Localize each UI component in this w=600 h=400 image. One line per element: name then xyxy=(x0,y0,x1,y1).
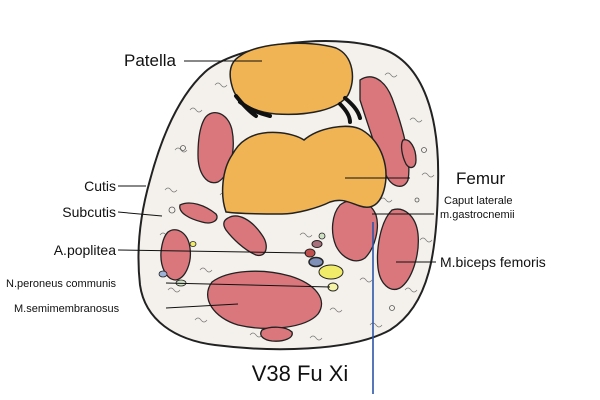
label-a-poplitea: A.poplitea xyxy=(54,242,116,258)
femur-bone xyxy=(221,125,387,215)
muscle-biceps-femoris xyxy=(376,208,419,290)
label-subcutis: Subcutis xyxy=(62,204,116,220)
label-semimembranosus: M.semimembranosus xyxy=(14,303,120,315)
a-poplitea-artery xyxy=(304,248,316,258)
muscle-semimembranosus xyxy=(207,270,323,330)
label-cutis: Cutis xyxy=(84,178,116,194)
muscle-lateral-small xyxy=(400,139,417,169)
point-title: V38 Fu Xi xyxy=(252,361,349,386)
leader-n-peroneus xyxy=(165,282,331,288)
vena-poplitea xyxy=(311,240,323,248)
joint-cartilage xyxy=(234,94,362,124)
label-biceps-femoris: M.biceps femoris xyxy=(440,254,546,270)
muscle-vastus-medialis xyxy=(197,112,234,184)
muscle-sartorius xyxy=(160,229,192,281)
muscle-caput-laterale-gastrocnemii xyxy=(331,199,379,262)
label-n-peroneus-communis: N.peroneus communis xyxy=(6,278,117,290)
label-caput-laterale: Caput laterale xyxy=(444,195,513,207)
label-femur: Femur xyxy=(456,169,505,188)
small-yellow-vessel xyxy=(189,241,197,247)
muscle-small-bottom xyxy=(260,326,293,342)
muscle-caput-mediale xyxy=(223,215,267,257)
label-patella: Patella xyxy=(124,51,177,70)
muscle-medial-strip xyxy=(179,202,218,224)
leader-subcutis xyxy=(117,211,163,217)
leader-semimembranosus xyxy=(165,303,239,309)
leader-a-poplitea xyxy=(117,249,307,254)
vessel-small-green xyxy=(318,232,326,240)
subcutis-texture xyxy=(159,72,435,341)
vessel-blue xyxy=(308,256,324,268)
nervus-tibialis xyxy=(318,264,344,280)
patella-bone xyxy=(229,42,354,116)
label-m-gastrocnemii: m.gastrocnemii xyxy=(440,209,515,221)
small-blue-vessel xyxy=(158,270,168,278)
